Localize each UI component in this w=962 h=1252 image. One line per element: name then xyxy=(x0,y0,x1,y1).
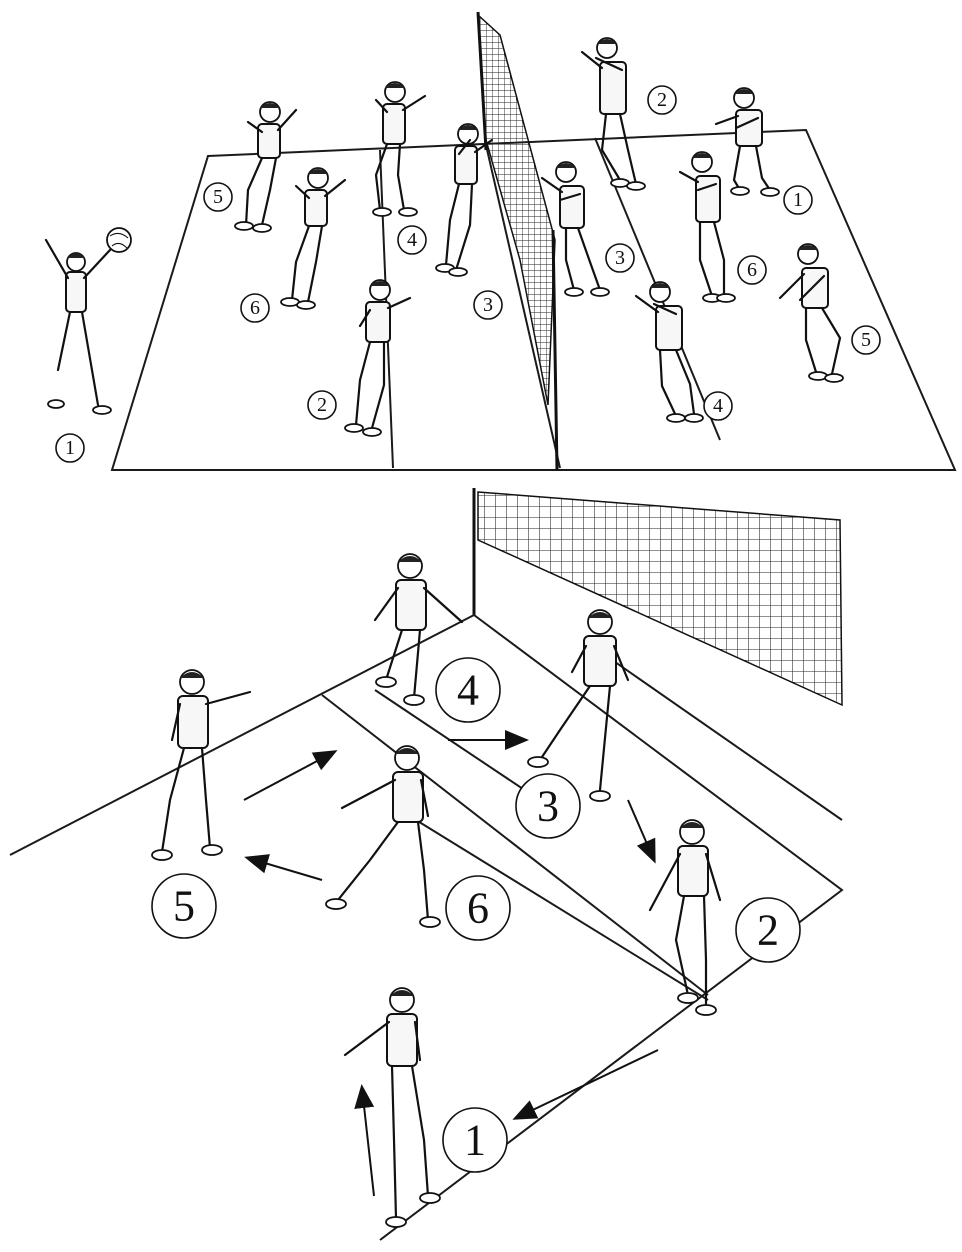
top-label-right-1: 1 xyxy=(784,186,812,214)
top-player-left-5 xyxy=(235,102,296,232)
bottom-player-5 xyxy=(152,670,250,860)
svg-text:5: 5 xyxy=(213,186,223,208)
top-server-player xyxy=(46,228,131,414)
svg-text:2: 2 xyxy=(757,906,779,955)
bottom-diagram: 1 2 3 4 5 6 xyxy=(10,488,842,1240)
bottom-player-2 xyxy=(650,820,720,1015)
svg-text:1: 1 xyxy=(65,437,75,459)
volleyball-icon xyxy=(107,228,131,252)
bottom-label-2: 2 xyxy=(736,898,800,962)
svg-text:3: 3 xyxy=(483,294,493,316)
top-label-left-2: 2 xyxy=(308,391,336,419)
svg-text:2: 2 xyxy=(317,394,327,416)
svg-text:4: 4 xyxy=(457,666,479,715)
top-player-right-6 xyxy=(680,152,735,302)
top-label-left-1: 1 xyxy=(56,434,84,462)
svg-text:6: 6 xyxy=(250,297,260,319)
svg-text:6: 6 xyxy=(467,884,489,933)
svg-text:1: 1 xyxy=(793,189,803,211)
top-label-right-5: 5 xyxy=(852,326,880,354)
top-label-right-3: 3 xyxy=(606,244,634,272)
bottom-label-5: 5 xyxy=(152,874,216,938)
bottom-net xyxy=(474,488,842,705)
bottom-label-1: 1 xyxy=(443,1108,507,1172)
top-player-right-4 xyxy=(636,282,703,422)
arrow-2-to-1 xyxy=(516,1050,658,1118)
top-player-right-5 xyxy=(780,244,843,382)
svg-text:2: 2 xyxy=(657,89,667,111)
svg-text:4: 4 xyxy=(407,229,417,251)
top-net-post-near xyxy=(553,230,557,470)
bottom-label-3: 3 xyxy=(516,774,580,838)
svg-text:5: 5 xyxy=(861,329,871,351)
arrow-1-to-6 xyxy=(362,1088,374,1196)
top-player-left-3 xyxy=(436,124,492,276)
top-player-left-2 xyxy=(345,280,410,436)
top-label-right-2: 2 xyxy=(648,86,676,114)
svg-text:6: 6 xyxy=(747,259,757,281)
arrow-3-to-2 xyxy=(628,800,654,860)
svg-text:5: 5 xyxy=(173,882,195,931)
svg-text:1: 1 xyxy=(464,1116,486,1165)
arrow-6-to-5 xyxy=(248,858,322,880)
top-label-left-5: 5 xyxy=(204,183,232,211)
bottom-label-4: 4 xyxy=(436,658,500,722)
svg-text:3: 3 xyxy=(615,247,625,269)
bottom-label-6: 6 xyxy=(446,876,510,940)
top-label-right-6: 6 xyxy=(738,256,766,284)
top-label-left-6: 6 xyxy=(241,294,269,322)
svg-text:4: 4 xyxy=(713,395,723,417)
arrow-5-to-4 xyxy=(244,752,334,800)
bottom-player-3 xyxy=(528,610,628,801)
top-label-left-4: 4 xyxy=(398,226,426,254)
top-player-right-1 xyxy=(716,88,779,196)
top-diagram: 1 2 3 4 5 6 1 2 3 4 5 6 xyxy=(46,12,955,470)
top-label-left-3: 3 xyxy=(474,291,502,319)
top-player-left-6 xyxy=(281,168,345,309)
bottom-player-1 xyxy=(345,988,440,1227)
top-label-right-4: 4 xyxy=(704,392,732,420)
top-player-right-2 xyxy=(582,38,645,190)
svg-text:3: 3 xyxy=(537,782,559,831)
